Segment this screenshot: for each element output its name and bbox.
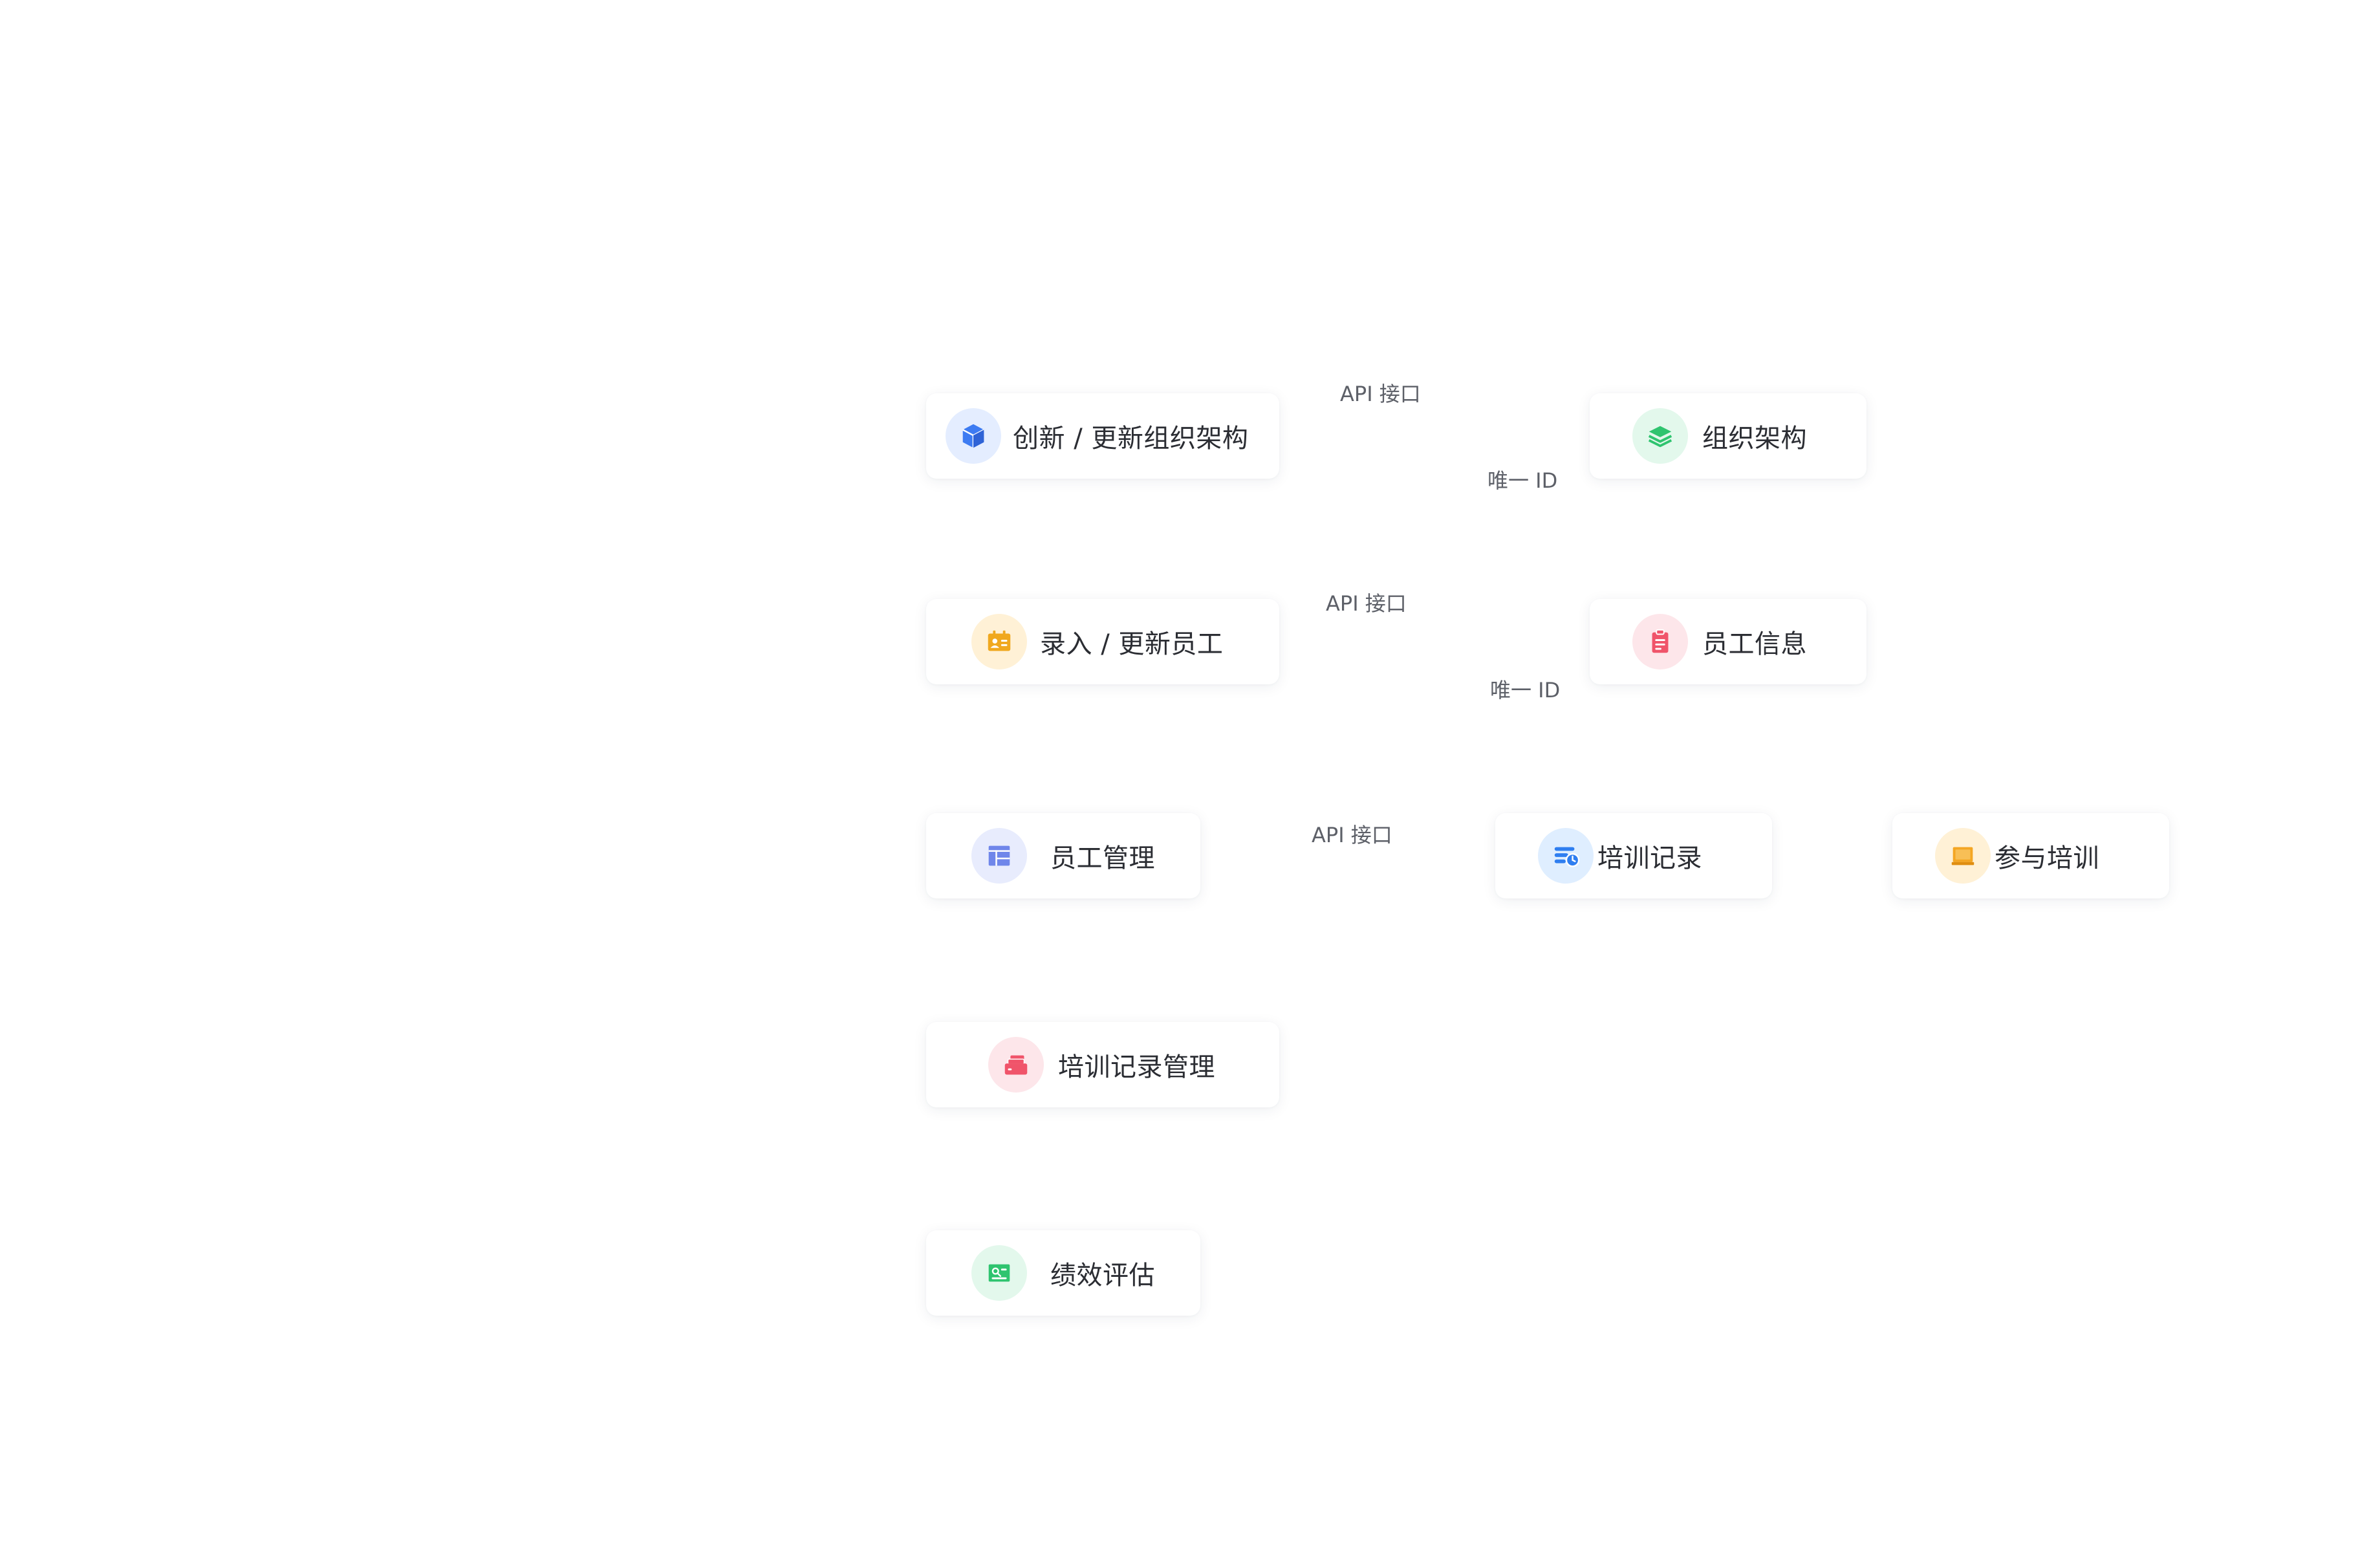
node-label: 绩效评估 <box>1050 1261 1155 1290</box>
layout-icon <box>971 828 1027 884</box>
badge-icon <box>971 1245 1027 1301</box>
screen-icon <box>1935 828 1991 884</box>
clipboard-icon <box>1632 614 1688 669</box>
node-label: 录入 / 更新员工 <box>1040 629 1224 659</box>
edge-label-uid-1: 唯一 ID <box>1488 468 1558 493</box>
node-training-record[interactable]: 培训记录 <box>1495 813 1772 898</box>
layers-icon <box>1632 408 1688 464</box>
node-org-structure[interactable]: 组织架构 <box>1590 393 1866 479</box>
node-label: 培训记录 <box>1597 843 1702 873</box>
node-enter-employee[interactable]: 录入 / 更新员工 <box>926 599 1279 684</box>
node-label: 创新 / 更新组织架构 <box>1013 424 1249 453</box>
node-label: 组织架构 <box>1702 424 1807 453</box>
cube-icon <box>946 408 1001 464</box>
node-employee-mgmt[interactable]: 员工管理 <box>926 813 1200 898</box>
node-training-mgmt[interactable]: 培训记录管理 <box>926 1022 1279 1107</box>
record-clock-icon <box>1538 828 1594 884</box>
node-employee-info[interactable]: 员工信息 <box>1590 599 1866 684</box>
edge-label-api-1: API 接口 <box>1340 382 1421 406</box>
node-label: 培训记录管理 <box>1058 1052 1215 1082</box>
node-label: 员工管理 <box>1050 843 1155 873</box>
node-label: 参与培训 <box>1995 843 2099 873</box>
edge-label-uid-2: 唯一 ID <box>1490 678 1561 702</box>
node-performance[interactable]: 绩效评估 <box>926 1230 1200 1316</box>
edge-label-api-2: API 接口 <box>1326 591 1407 616</box>
id-card-icon <box>971 614 1027 669</box>
node-label: 员工信息 <box>1702 629 1807 659</box>
edge-label-api-3: API 接口 <box>1312 823 1392 847</box>
node-create-org[interactable]: 创新 / 更新组织架构 <box>926 393 1279 479</box>
node-join-training[interactable]: 参与培训 <box>1892 813 2169 898</box>
archive-icon <box>988 1037 1044 1093</box>
